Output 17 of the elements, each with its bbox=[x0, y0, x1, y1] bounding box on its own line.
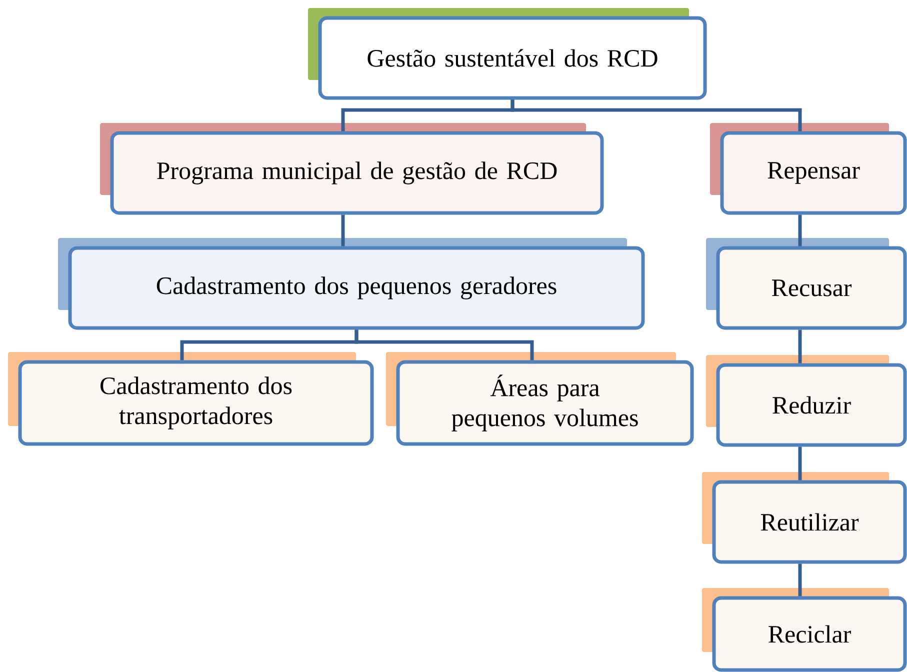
connector-line bbox=[798, 214, 802, 246]
process-box: Áreas para pequenos volumes bbox=[386, 352, 694, 446]
process-box: Reutilizar bbox=[702, 472, 907, 564]
process-box: Repensar bbox=[710, 123, 907, 215]
process-box: Cadastramento dos pequenos geradores bbox=[58, 238, 645, 330]
process-box: Reciclar bbox=[702, 588, 907, 672]
process-box: Recusar bbox=[706, 238, 907, 330]
connector-line bbox=[798, 446, 802, 480]
process-box: Reduzir bbox=[706, 355, 907, 447]
process-box: Gestão sustentável dos RCD bbox=[308, 8, 707, 100]
connector-line bbox=[341, 214, 345, 246]
connector-line bbox=[798, 564, 802, 596]
process-box: Cadastramento dos transportadores bbox=[8, 352, 374, 446]
process-box: Programa municipal de gestão de RCD bbox=[100, 123, 604, 215]
connector-line bbox=[510, 100, 802, 132]
connector-line bbox=[354, 330, 534, 360]
connector-line bbox=[798, 330, 802, 364]
